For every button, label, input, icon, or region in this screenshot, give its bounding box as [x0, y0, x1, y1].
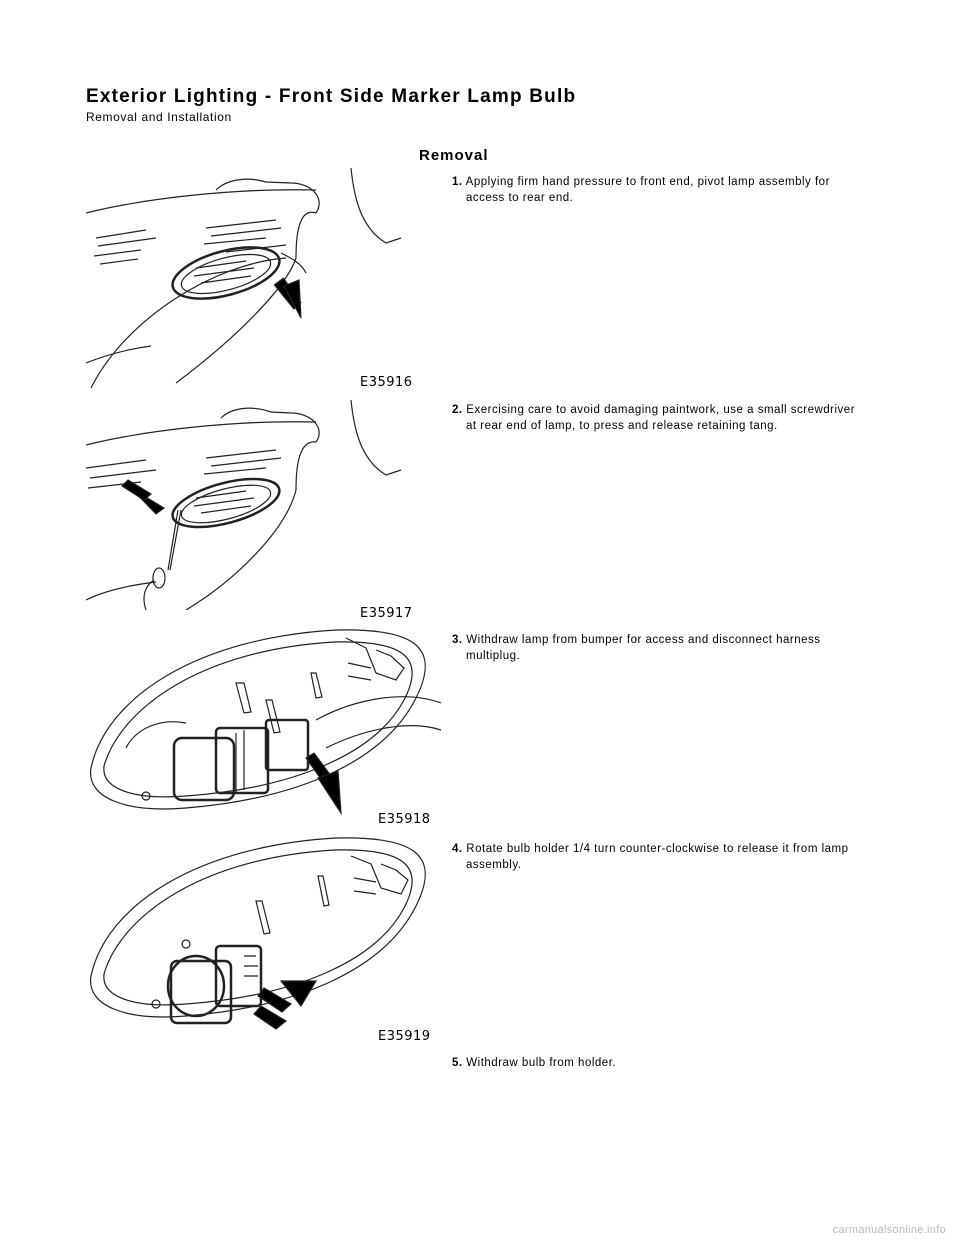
footer-watermark: carmanualsonline.info — [832, 1224, 946, 1236]
figure-label-e35916: E35916 — [360, 375, 413, 390]
page-subtitle: Removal and Installation — [86, 110, 232, 124]
step-2-text: Exercising care to avoid damaging paintw… — [466, 404, 856, 432]
step-2-number: 2. — [452, 404, 463, 416]
step-3: 3. Withdraw lamp from bumper for access … — [452, 632, 866, 664]
step-3-number: 3. — [452, 634, 463, 646]
figure-label-e35917: E35917 — [360, 606, 413, 621]
figure-label-e35919: E35919 — [378, 1029, 431, 1044]
step-5: 5. Withdraw bulb from holder. — [452, 1055, 866, 1071]
step-4: 4. Rotate bulb holder 1/4 turn counter-c… — [452, 841, 866, 873]
step-2: 2. Exercising care to avoid damaging pai… — [452, 402, 866, 434]
step-1-text: Applying firm hand pressure to front end… — [465, 176, 830, 204]
figure-label-e35918: E35918 — [378, 812, 431, 827]
step-4-text: Rotate bulb holder 1/4 turn counter-cloc… — [466, 843, 849, 871]
page-title: Exterior Lighting - Front Side Marker La… — [86, 86, 577, 107]
section-heading: Removal — [419, 147, 489, 164]
figure-e35917 — [86, 400, 436, 610]
figure-e35916 — [86, 168, 436, 393]
step-5-number: 5. — [452, 1057, 463, 1069]
step-1-number: 1. — [452, 176, 463, 188]
step-4-number: 4. — [452, 843, 463, 855]
figure-e35919 — [86, 836, 441, 1031]
step-1: 1. Applying firm hand pressure to front … — [452, 174, 866, 206]
step-3-text: Withdraw lamp from bumper for access and… — [466, 634, 821, 662]
step-5-text: Withdraw bulb from holder. — [466, 1057, 617, 1069]
figure-e35918 — [86, 628, 441, 818]
